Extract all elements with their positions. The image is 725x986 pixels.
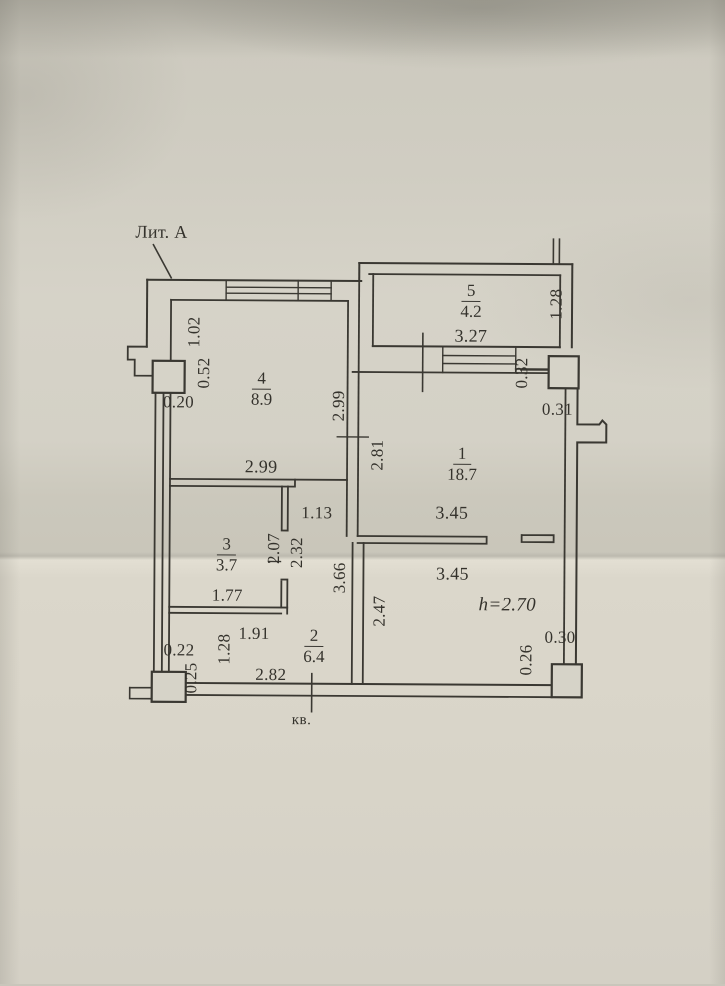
room-4-area: 8.9 [251,389,272,409]
left-outer-wall [126,280,171,683]
room-1-area: 18.7 [447,465,477,485]
dim-lower-right-height: 2.47 [371,596,388,627]
dim-bottom-right-column-side: 0.26 [517,644,534,675]
right-outer-wall [564,388,607,664]
wall-room1-partition [358,534,554,544]
window-symbol-room4 [226,280,331,301]
dim-lower-width: 3.45 [436,564,469,582]
building-liter-label: Лит. А [135,223,187,241]
dim-balcony-depth: 1.28 [547,289,564,320]
dim-room4-right-height: 2.99 [330,390,347,421]
room4-top-wall [147,280,361,301]
dim-room1-left-height: 2.81 [369,440,386,471]
dim-balcony-width: 3.27 [454,327,487,345]
dim-room2-width: 2.82 [255,666,286,683]
dim-right-ledge-top: 0.31 [542,401,573,418]
dim-wall-gap-top: 0.32 [513,357,530,388]
dim-left-column-width: 0.20 [163,393,194,410]
room-1-label: 1 18.7 [447,445,477,485]
dim-room4-width: 2.99 [245,457,278,475]
dim-bottom-left-column-side: 0.25 [182,662,199,693]
dim-room3-width: 1.77 [212,587,243,604]
apartment-entrance-label: кв. [292,713,312,728]
room-3-area: 3.7 [216,555,237,575]
liter-callout-line [153,245,171,278]
dim-room4-left-lower: 0.52 [195,358,212,389]
dim-room4-left-upper: 1.02 [185,316,202,347]
room-5-number: 5 [462,282,481,302]
room-2-label: 2 6.4 [303,627,324,667]
column-bottom-right [552,664,582,697]
room-2-area: 6.4 [303,647,324,667]
dim-room1-width: 3.45 [435,503,468,521]
dim-room2-left-height: 1.28 [215,634,232,665]
room-4-number: 4 [252,370,271,390]
room-3-label: 3 3.7 [216,535,237,575]
dim-room2-top-segment: 1.91 [239,625,270,642]
room-2-number: 2 [305,627,324,647]
room-5-area: 4.2 [460,302,481,322]
room-4-label: 4 8.9 [251,370,272,410]
column-top-right [549,356,579,388]
dim-bottom-left-column-top: 0.22 [163,641,194,658]
dim-right-ledge-bottom: 0.30 [545,629,576,646]
room-5-label: 5 4.2 [460,282,481,322]
wall-room2-lower [352,543,364,684]
room-1-number: 1 [453,445,472,465]
window-symbol-room1 [443,347,516,373]
wall-room4-hall [170,479,347,487]
room-3-number: 3 [217,535,236,555]
dim-hall-inner-height: 2.32 [288,537,305,568]
dim-room3-inner-height: 2.07 [265,533,282,564]
ceiling-height-note: h=2.70 [478,595,535,614]
dim-hall-right-height: 3.66 [331,562,348,593]
column-top-left [153,361,185,393]
dim-hall-width: 1.13 [301,504,332,521]
